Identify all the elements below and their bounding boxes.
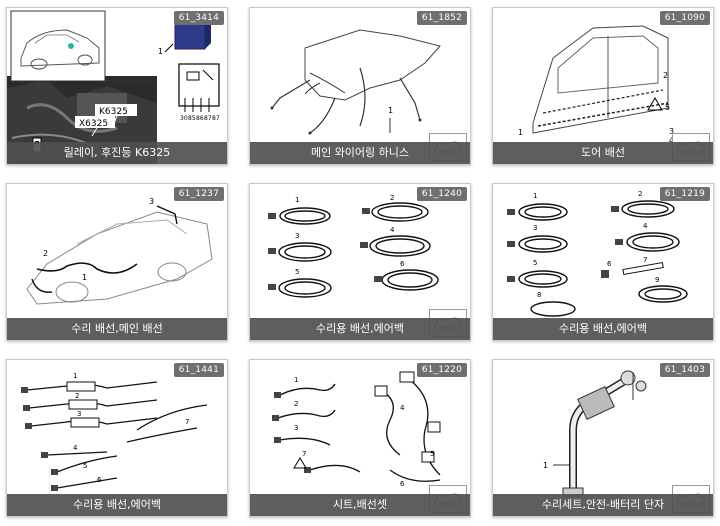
- svg-text:1: 1: [543, 461, 548, 470]
- svg-text:7: 7: [185, 418, 189, 426]
- relay-diagram-image: K6325 X6325 1: [7, 10, 220, 164]
- svg-text:2: 2: [43, 249, 48, 258]
- diagram-code-badge: 61_1240: [416, 187, 467, 201]
- diagram-caption: 릴레이, 후진등 K6325: [7, 142, 227, 164]
- svg-text:5: 5: [295, 268, 299, 276]
- diagram-code-badge: 61_1220: [416, 363, 467, 377]
- svg-text:8: 8: [537, 291, 541, 299]
- svg-text:7: 7: [302, 450, 306, 458]
- diagram-code-badge: 61_1090: [659, 11, 710, 25]
- svg-text:2: 2: [294, 400, 298, 408]
- svg-text:1: 1: [294, 376, 298, 384]
- svg-text:2: 2: [75, 392, 79, 400]
- svg-text:3: 3: [77, 410, 81, 418]
- airbag-wiring-diagram-image: 1 2 3 4 5 6: [268, 194, 439, 298]
- diagram-card-61-1240[interactable]: 1 2 3 4 5 6 61_1240 수리용 배선,에어백: [249, 183, 471, 341]
- svg-text:1: 1: [73, 372, 77, 380]
- svg-text:1: 1: [388, 106, 393, 115]
- k6325-label: K6325: [99, 107, 128, 117]
- diagram-card-61-1220[interactable]: 1 2 3 4 5 6 7 61_1220 시트,배선셋: [249, 359, 471, 517]
- relay-part-number: 1: [158, 47, 163, 56]
- svg-text:87: 87: [212, 115, 220, 122]
- svg-text:4: 4: [73, 444, 78, 452]
- seat-wiring-diagram-image: 1 2 3 4 5 6 7: [272, 371, 441, 488]
- svg-text:6: 6: [400, 260, 405, 268]
- diagram-code-badge: 61_1403: [659, 363, 710, 377]
- diagram-card-61-1852[interactable]: 1 61_1852 메인 와이어링 하니스: [249, 7, 471, 165]
- airbag-wiring-diagram-image: 1 2 3 4 5 6 7 8 9: [507, 190, 688, 317]
- svg-text:3: 3: [294, 424, 298, 432]
- diagram-code-badge: 61_1852: [416, 11, 467, 25]
- door-wiring-diagram-image: 1 2 3 4 5: [518, 25, 674, 145]
- diagram-card-61-1441[interactable]: 1 2 3 4 5 6 7 61_1441 수리용 배선,에어백: [6, 359, 228, 517]
- diagram-code-badge: 61_1219: [659, 187, 710, 201]
- battery-terminal-diagram-image: 1: [543, 370, 647, 497]
- svg-text:4: 4: [643, 222, 648, 230]
- diagram-card-61-1403[interactable]: 1 61_1403 수리세트,안전-배터리 단자: [492, 359, 714, 517]
- svg-text:1: 1: [295, 196, 299, 204]
- diagram-card-61-3414[interactable]: K6325 X6325 1: [6, 7, 228, 165]
- svg-text:2: 2: [638, 190, 642, 198]
- svg-text:5: 5: [430, 450, 434, 458]
- svg-text:30: 30: [180, 115, 188, 122]
- diagram-caption: 시트,배선셋: [250, 494, 470, 516]
- svg-text:3: 3: [669, 127, 674, 136]
- svg-text:6: 6: [97, 476, 102, 484]
- diagram-code-badge: 61_3414: [173, 11, 224, 25]
- svg-text:6: 6: [607, 260, 612, 268]
- svg-text:1: 1: [533, 192, 537, 200]
- diagram-caption: 수리 배선,메인 배선: [7, 318, 227, 340]
- diagram-code-badge: 61_1237: [173, 187, 224, 201]
- svg-text:4: 4: [400, 404, 405, 412]
- diagram-caption: 도어 배선: [493, 142, 713, 164]
- diagram-caption: 메인 와이어링 하니스: [250, 142, 470, 164]
- svg-text:1: 1: [518, 128, 523, 137]
- svg-text:4: 4: [390, 226, 395, 234]
- svg-text:86: 86: [196, 115, 204, 122]
- diagram-card-61-1219[interactable]: 1 2 3 4 5 6 7 8 9 61_1219 수리용 배선,에어백: [492, 183, 714, 341]
- svg-text:9: 9: [655, 276, 659, 284]
- diagram-card-61-1090[interactable]: 1 2 3 4 5 61_1090 도어 배선: [492, 7, 714, 165]
- svg-text:3: 3: [149, 197, 154, 206]
- svg-text:4: 4: [669, 136, 674, 145]
- svg-text:3: 3: [533, 224, 537, 232]
- diagram-caption: 수리용 배선,에어백: [7, 494, 227, 516]
- harness-diagram-image: 1: [270, 29, 441, 135]
- svg-text:6: 6: [400, 480, 405, 488]
- diagram-caption: 수리용 배선,에어백: [493, 318, 713, 340]
- svg-text:7: 7: [643, 256, 647, 264]
- svg-text:5: 5: [83, 462, 87, 470]
- diagram-card-61-1237[interactable]: 2 1 3 61_1237 수리 배선,메인 배선: [6, 183, 228, 341]
- svg-text:1: 1: [82, 273, 87, 282]
- airbag-wiring-diagram-image: 1 2 3 4 5 6 7: [21, 372, 208, 491]
- svg-text:85: 85: [188, 115, 196, 122]
- x6325-label: X6325: [79, 119, 108, 129]
- diagram-caption: 수리용 배선,에어백: [250, 318, 470, 340]
- svg-text:2: 2: [390, 194, 394, 202]
- svg-text:87: 87: [204, 115, 212, 122]
- diagram-code-badge: 61_1441: [173, 363, 224, 377]
- svg-text:2: 2: [663, 71, 668, 80]
- svg-text:3: 3: [295, 232, 299, 240]
- repair-main-wiring-diagram-image: 2 1 3: [26, 197, 213, 305]
- svg-text:5: 5: [665, 103, 670, 112]
- svg-text:5: 5: [533, 259, 537, 267]
- diagram-caption: 수리세트,안전-배터리 단자: [493, 494, 713, 516]
